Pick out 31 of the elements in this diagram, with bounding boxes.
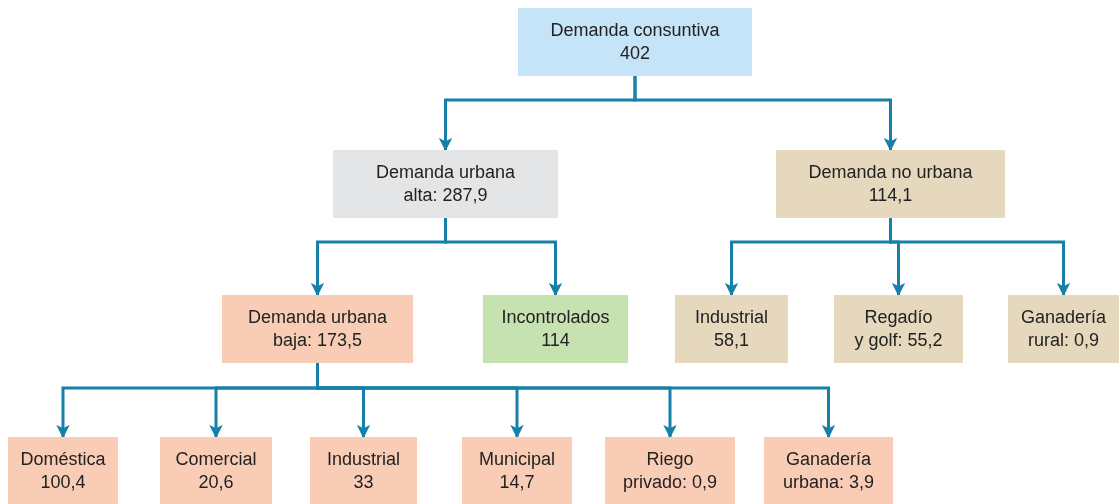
node-label: Municipal 14,7 xyxy=(478,447,555,494)
node-label: Regadío y golf: 55,2 xyxy=(854,306,943,352)
node-label: Doméstica 100,4 xyxy=(20,447,106,494)
node-label: Incontrolados 114 xyxy=(501,306,610,352)
node-label: Comercial 20,6 xyxy=(175,447,257,494)
label-box xyxy=(462,437,572,504)
label-box xyxy=(776,150,1005,218)
label-box xyxy=(675,295,788,363)
label-box xyxy=(222,295,413,363)
label-box xyxy=(1008,295,1119,363)
node-label: Demanda urbana baja: 173,5 xyxy=(247,306,388,352)
label-box xyxy=(333,150,558,218)
label-box xyxy=(8,437,118,504)
node-label: Demanda urbana alta: 287,9 xyxy=(375,161,516,207)
label-box xyxy=(310,437,417,504)
label-box xyxy=(160,437,272,504)
label-box xyxy=(764,437,893,504)
node-label: Demanda no urbana 114,1 xyxy=(808,161,973,207)
connector-arrow xyxy=(889,218,1071,297)
node-label: Industrial 33 xyxy=(326,447,400,494)
connector-arrow xyxy=(633,76,898,152)
label-box xyxy=(605,437,735,504)
node-label: Ganadería urbana: 3,9 xyxy=(782,447,875,494)
label-box xyxy=(834,295,963,363)
node-label: Ganadería rural: 0,9 xyxy=(1020,306,1107,352)
label-box xyxy=(483,295,628,363)
connector-arrow xyxy=(444,218,563,297)
node-label: Riego privado: 0,9 xyxy=(622,447,718,494)
label-box xyxy=(518,8,752,76)
node-label: Demanda consuntiva 402 xyxy=(550,19,720,65)
node-label: Industrial 58,1 xyxy=(694,306,768,352)
